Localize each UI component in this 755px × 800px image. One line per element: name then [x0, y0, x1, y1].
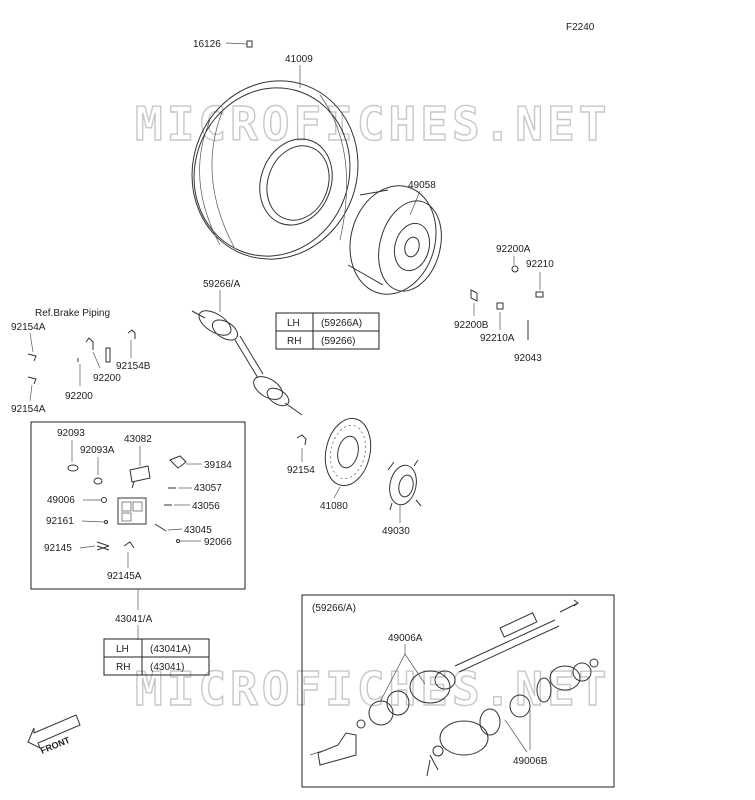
leader-92145 [79, 545, 96, 549]
valve-stem-16126 [246, 40, 253, 48]
label-92145A: 92145A [107, 571, 142, 582]
drive-axle-59266A [191, 310, 303, 416]
spring-92145 [96, 541, 110, 551]
part-92161 [104, 520, 108, 524]
leader-16126 [225, 42, 248, 45]
label-92200-1: 92200 [93, 373, 121, 384]
label-92093: 92093 [57, 428, 85, 439]
clip-92200-1 [85, 337, 94, 350]
bolt-43045 [154, 523, 167, 532]
brake-disc-41080 [324, 417, 372, 487]
label-43045: 43045 [184, 525, 212, 536]
label-49006A: 49006A [388, 633, 423, 644]
label-39184: 39184 [204, 460, 232, 471]
oring-92093 [67, 464, 79, 472]
washer-92200B [470, 289, 478, 302]
washer-92200A [511, 265, 519, 273]
label-43082: 43082 [124, 434, 152, 445]
front-label: FRONT [39, 735, 72, 756]
leader-49006A [379, 644, 426, 703]
label-92210A: 92210A [480, 333, 515, 344]
table-caliper: LH (43041A) RH (43041) [103, 638, 210, 676]
label-16126: 16126 [193, 39, 221, 50]
clip-92154 [296, 434, 307, 446]
table-axle-code-rh: (59266) [321, 336, 355, 347]
label-92200-2: 92200 [65, 391, 93, 402]
clip-92154B-2 [105, 347, 111, 363]
bracket-39184 [169, 455, 187, 469]
clip-92154A-2 [27, 376, 37, 385]
table-caliper-code-lh: (43041A) [150, 644, 191, 655]
label-49006: 49006 [47, 495, 75, 506]
leader-49006B [504, 710, 531, 753]
label-92093A: 92093A [80, 445, 115, 456]
leader-92154A-2 [29, 384, 33, 402]
watermark-bottom: MICROFICHES.NET [135, 662, 610, 716]
clip-92154A-1 [27, 353, 37, 362]
table-caliper-side-rh: RH [116, 662, 130, 673]
inset-title: (59266/A) [312, 603, 356, 614]
label-92161: 92161 [46, 516, 74, 527]
label-41009: 41009 [285, 54, 313, 65]
leader-43045 [167, 528, 183, 531]
pad-43082 [129, 465, 151, 489]
wheel-49058 [347, 185, 442, 295]
inset-axle-box [301, 594, 615, 788]
inset-axle-exploded [309, 599, 599, 777]
label-92154A-1: 92154A [11, 322, 46, 333]
hub-49030 [387, 459, 422, 511]
label-92043: 92043 [514, 353, 542, 364]
table-axle-side-rh: RH [287, 336, 301, 347]
nut-92210 [535, 291, 544, 298]
part-92066 [176, 539, 180, 543]
nut-92210A [496, 302, 504, 310]
leader-92161 [81, 520, 105, 523]
table-axle-code-lh: (59266A) [321, 318, 362, 329]
table-axle: LH (59266A) RH (59266) [275, 312, 380, 350]
label-41080: 41080 [320, 501, 348, 512]
label-92200A: 92200A [496, 244, 531, 255]
leader-41080 [333, 486, 341, 499]
ref-note: Ref.Brake Piping [35, 308, 110, 319]
leader-92200-1 [92, 351, 101, 369]
leader-49058 [409, 190, 421, 216]
label-92200B: 92200B [454, 320, 489, 331]
clip-92154B [127, 329, 136, 339]
label-92154A-2: 92154A [11, 404, 46, 415]
spring-92145A [123, 541, 135, 549]
label-49006B: 49006B [513, 756, 548, 767]
label-59266A: 59266/A [203, 279, 241, 290]
front-direction-arrow: FRONT [27, 714, 81, 756]
label-43056: 43056 [192, 501, 220, 512]
table-caliper-code-rh: (43041) [150, 662, 184, 673]
label-92066: 92066 [204, 537, 232, 548]
leader-92154A-1 [29, 332, 34, 353]
table-axle-side-lh: LH [287, 318, 300, 329]
label-92154: 92154 [287, 465, 315, 476]
watermark-top: MICROFICHES.NET [135, 97, 610, 151]
label-49058: 49058 [408, 180, 436, 191]
part-49006 [101, 497, 107, 503]
label-43041A: 43041/A [115, 614, 153, 625]
diagram-code: F2240 [566, 22, 595, 33]
label-92210: 92210 [526, 259, 554, 270]
label-92154B: 92154B [116, 361, 151, 372]
label-49030: 49030 [382, 526, 410, 537]
label-92145: 92145 [44, 543, 72, 554]
tire-41009 [191, 80, 359, 260]
label-43057: 43057 [194, 483, 222, 494]
caliper-body [117, 497, 147, 525]
oring-92093A [93, 477, 103, 485]
table-caliper-side-lh: LH [116, 644, 129, 655]
